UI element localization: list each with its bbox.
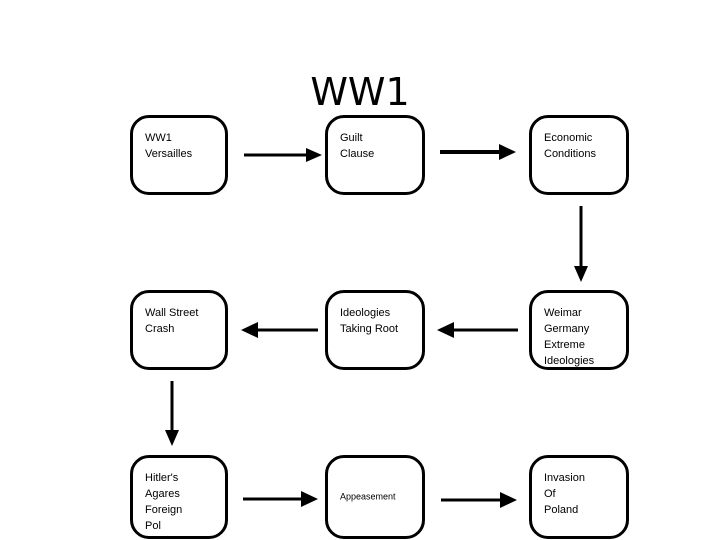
connector-ideologies-taking-root-to-wall-street-crash <box>241 322 318 338</box>
node-invasion-of-poland[interactable]: Invasion Of Poland <box>529 455 629 539</box>
page-title: WW1 <box>310 70 410 114</box>
node-ideologies-taking-root[interactable]: Ideologies Taking Root <box>325 290 425 370</box>
node-label: Invasion Of Poland <box>544 472 585 516</box>
node-ww1-versailles[interactable]: WW1 Versailles <box>130 115 228 195</box>
node-guilt-clause[interactable]: Guilt Clause <box>325 115 425 195</box>
connector-guilt-clause-to-economic-conditions <box>440 144 516 160</box>
connector-appeasement-to-invasion-of-poland <box>441 492 517 508</box>
node-weimar-germany[interactable]: Weimar Germany Extreme Ideologies <box>529 290 629 370</box>
node-wall-street-crash[interactable]: Wall Street Crash <box>130 290 228 370</box>
node-label: Ideologies Taking Root <box>340 307 399 335</box>
connector-weimar-germany-to-ideologies-taking-root <box>437 322 518 338</box>
node-label: Hitler's Agares Foreign Pol <box>145 472 183 532</box>
node-economic-conditions[interactable]: Economic Conditions <box>529 115 629 195</box>
node-label: Economic Conditions <box>544 132 596 160</box>
node-label: WW1 Versailles <box>145 132 193 160</box>
connector-hitlers-foreign-pol-to-appeasement <box>243 491 318 507</box>
node-appeasement[interactable]: Appeasement <box>325 455 425 539</box>
connector-ww1-versailles-to-guilt-clause <box>244 148 322 162</box>
connector-wall-street-crash-to-hitlers-foreign-pol <box>165 381 179 446</box>
node-label: Guilt Clause <box>340 132 375 160</box>
connector-economic-conditions-to-weimar-germany <box>574 206 588 282</box>
node-label: Appeasement <box>340 491 396 502</box>
node-label: Weimar Germany Extreme Ideologies <box>544 307 595 367</box>
node-label: Wall Street Crash <box>145 307 199 335</box>
node-hitlers-foreign-pol[interactable]: Hitler's Agares Foreign Pol <box>130 455 228 539</box>
